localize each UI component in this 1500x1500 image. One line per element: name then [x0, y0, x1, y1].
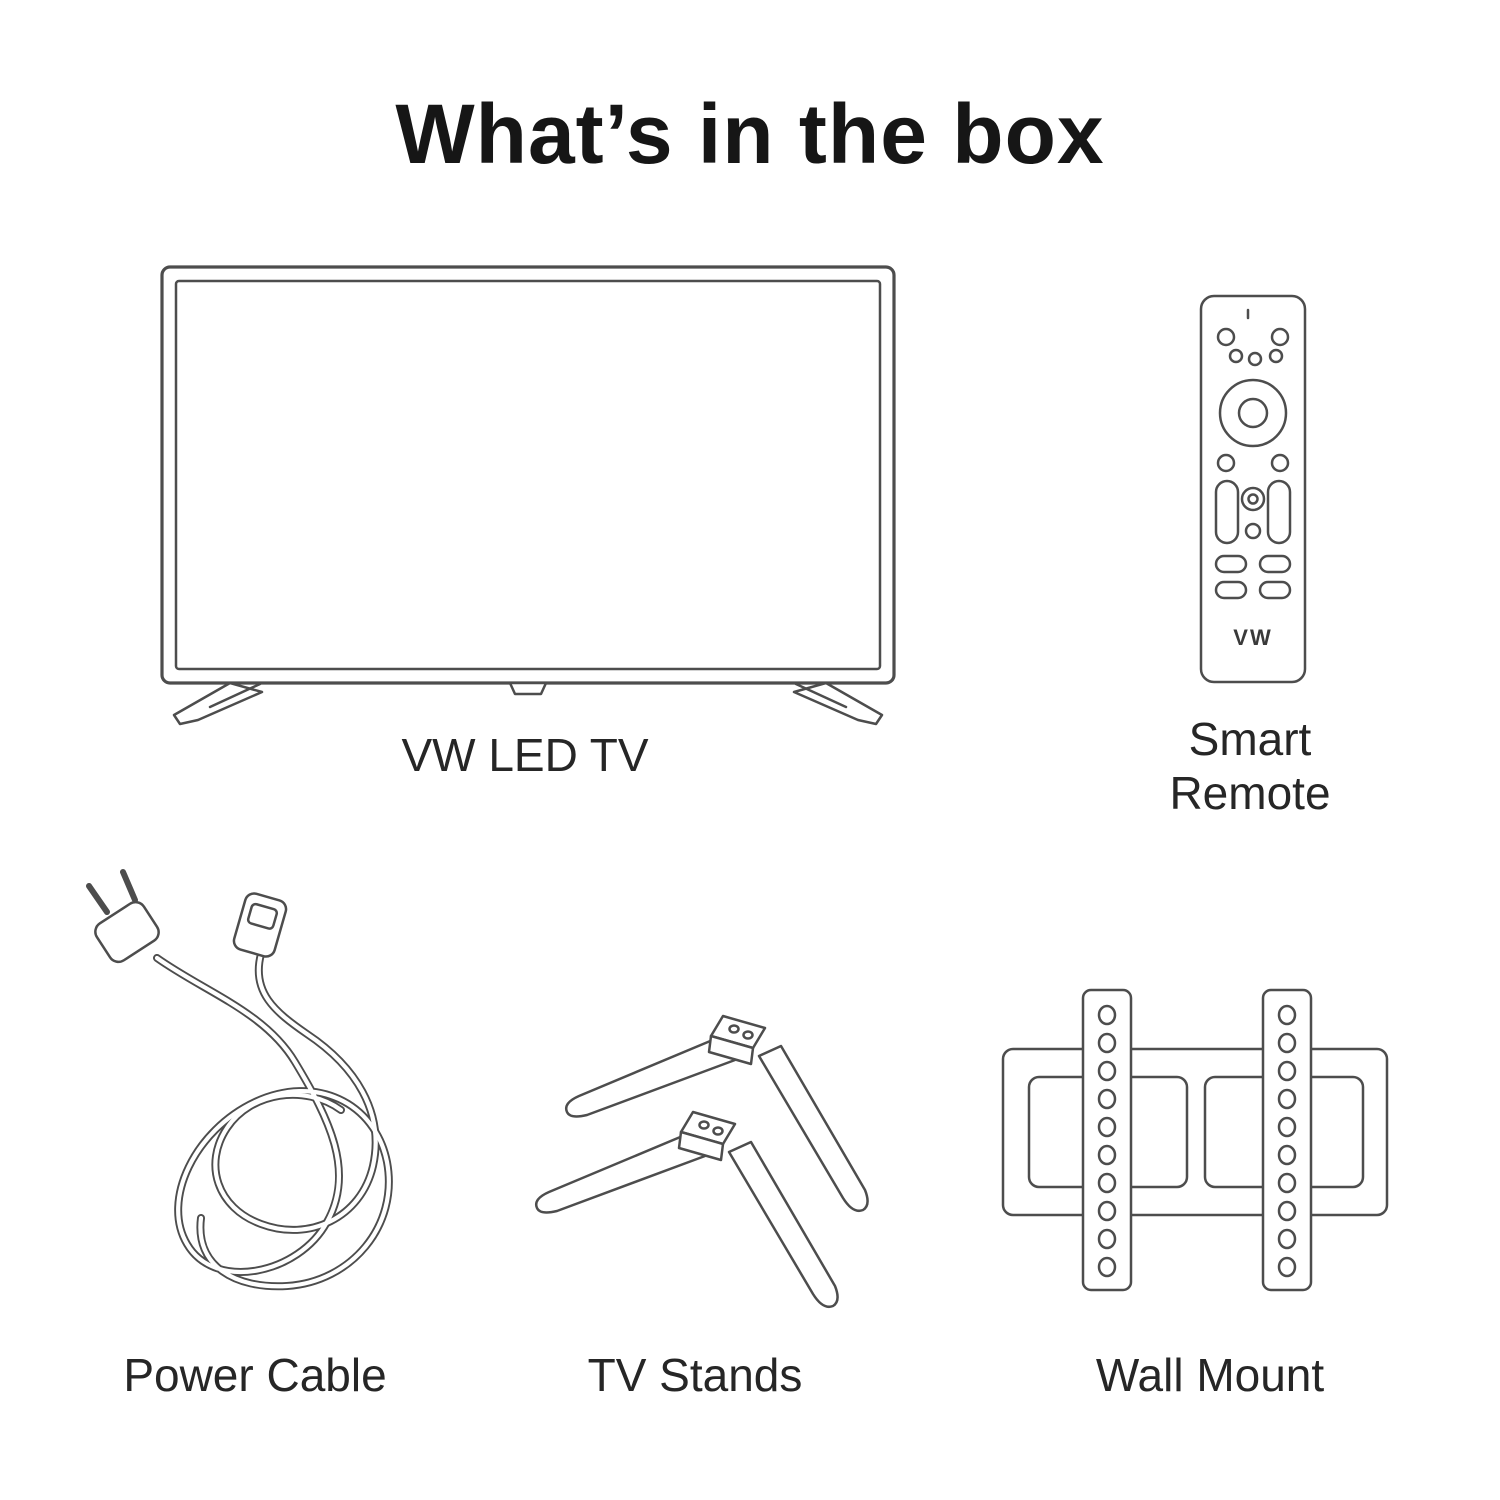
- tv-stands-label: TV Stands: [587, 1349, 803, 1401]
- tv-stands-line-drawing: [534, 1014, 869, 1309]
- mount-rail-right: [1261, 988, 1313, 1292]
- remote-button: [1228, 348, 1244, 364]
- power-cable-line-drawing: [86, 869, 393, 1291]
- remote-illustration: VW: [1198, 293, 1308, 685]
- led-tv-illustration: [158, 263, 898, 735]
- remote-channel-rocker: [1266, 479, 1292, 545]
- remote-button: [1270, 327, 1290, 347]
- mount-frame: [1001, 1047, 1389, 1217]
- remote-dpad-center: [1237, 397, 1269, 429]
- power-cable-label: Power Cable: [123, 1349, 387, 1401]
- plug-body: [94, 900, 160, 964]
- remote-pill-button: [1214, 554, 1248, 574]
- tv-bottom-nub: [508, 681, 548, 696]
- mount-rail-holes-right: [1277, 1004, 1297, 1278]
- remote-center-button-ring: [1240, 486, 1266, 512]
- iec-connector-detail: [246, 902, 279, 930]
- plug-prong: [120, 869, 138, 903]
- wall-mount-illustration: [995, 985, 1395, 1297]
- remote-line-drawing: VW: [1199, 294, 1307, 684]
- remote-volume-rocker: [1214, 479, 1240, 545]
- remote-button: [1216, 327, 1236, 347]
- remote-dpad-ring: [1218, 378, 1288, 448]
- remote-pill-button: [1258, 580, 1292, 600]
- page-title: What’s in the box: [395, 87, 1105, 181]
- remote-label: Smart Remote: [1169, 713, 1331, 820]
- tv-screen: [174, 279, 882, 671]
- tv-stand-leg-front: [534, 1110, 839, 1309]
- wall-mount-line-drawing: [1001, 988, 1389, 1292]
- wall-mount-label: Wall Mount: [1095, 1349, 1325, 1401]
- mount-rail-left: [1081, 988, 1133, 1292]
- tv-label: VW LED TV: [401, 729, 649, 781]
- cable-coil-core: [154, 955, 391, 1289]
- remote-brand-logo: VW: [1233, 625, 1272, 650]
- remote-pill-button: [1258, 554, 1292, 574]
- led-tv-line-drawing: [160, 265, 896, 726]
- remote-center-button-dot: [1247, 493, 1259, 505]
- tv-bezel: [160, 265, 896, 685]
- tv-stands-illustration: [495, 1000, 895, 1342]
- remote-button: [1247, 351, 1263, 367]
- cable-coil-core: [213, 951, 378, 1233]
- plug-prong: [86, 883, 110, 915]
- remote-button: [1244, 522, 1262, 540]
- mount-rail-holes-left: [1097, 1004, 1117, 1278]
- remote-button: [1216, 453, 1236, 473]
- tv-right-foot-blade: [794, 682, 848, 709]
- remote-button: [1270, 453, 1290, 473]
- remote-pill-button: [1214, 580, 1248, 600]
- tv-left-foot-blade: [208, 682, 262, 709]
- remote-body: [1199, 294, 1307, 684]
- remote-button: [1268, 348, 1284, 364]
- power-cable-illustration: [55, 862, 435, 1322]
